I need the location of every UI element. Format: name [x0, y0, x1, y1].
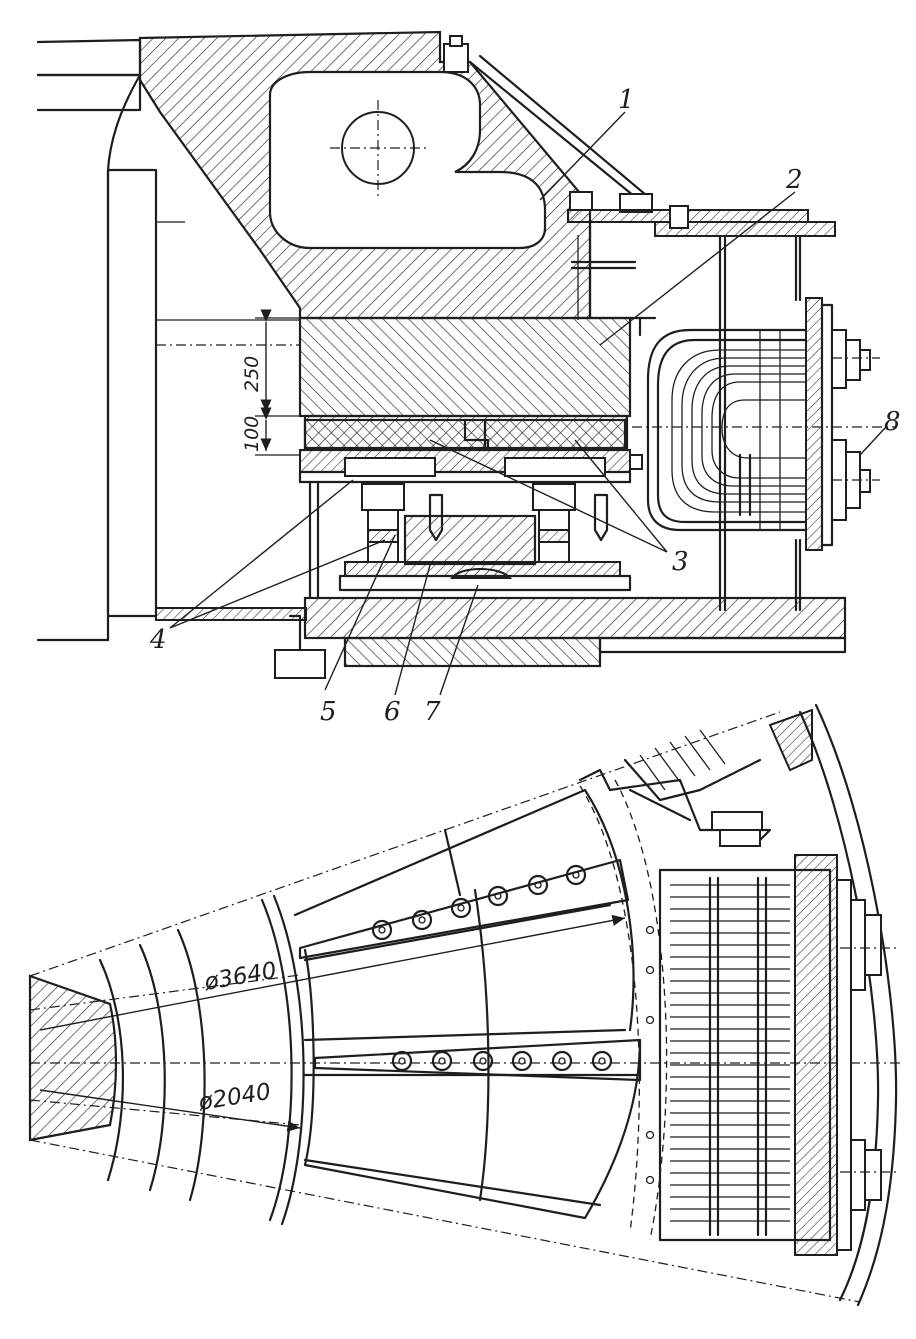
- pin-hole: [330, 100, 426, 196]
- dimension-lines: [255, 309, 300, 456]
- plan-view: ø3640 ø2040: [28, 703, 900, 1307]
- cover-flange: [632, 297, 895, 551]
- outer-casing: [578, 703, 898, 1307]
- plan-cooler: [645, 854, 900, 1256]
- support-assembly: [274, 449, 847, 679]
- cooler-coils: [646, 328, 808, 532]
- diameter-3640: ø3640: [202, 958, 279, 996]
- callout-8: 8: [884, 407, 901, 437]
- callout-6: 6: [384, 697, 401, 727]
- diameter-2040: ø2040: [196, 1079, 273, 1116]
- diameter-arrows: [39, 914, 626, 1132]
- callout-7: 7: [424, 697, 441, 727]
- sector-boundary: [29, 711, 900, 1303]
- dimension-100: 100: [241, 416, 263, 452]
- spoke-arms: [298, 858, 642, 1082]
- thrust-pad-2: [298, 316, 632, 452]
- callout-4: 4: [149, 625, 167, 655]
- leader-lines: [169, 111, 886, 696]
- callout-5: 5: [320, 697, 337, 727]
- radial-arcs: [98, 779, 668, 1241]
- section-view: 250 100: [36, 30, 901, 727]
- callout-1: 1: [618, 85, 635, 115]
- thrust-pads: [293, 788, 642, 1220]
- dimension-250: 250: [241, 356, 263, 392]
- top-bolt-assembly: [443, 35, 836, 320]
- callout-3: 3: [672, 547, 689, 577]
- center-hub: [28, 974, 118, 1142]
- callout-2: 2: [785, 165, 803, 195]
